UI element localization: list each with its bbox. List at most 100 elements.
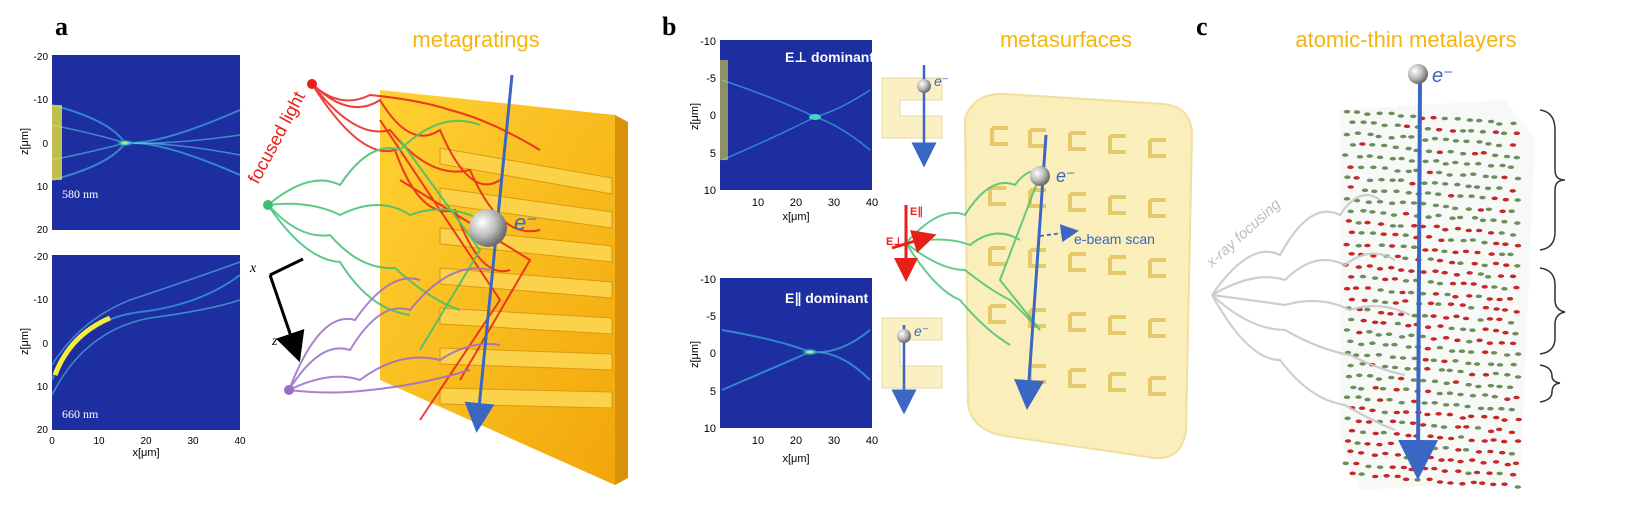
atom [1388,111,1395,116]
atom [1477,318,1484,322]
atom [1502,330,1509,335]
atom [1514,198,1521,202]
atom [1344,416,1351,421]
atom [1509,472,1517,477]
plot-b-top-area [720,40,872,190]
atom [1376,111,1383,116]
atom [1436,150,1444,155]
atom [1454,425,1462,429]
electron-label: e⁻ [914,323,929,339]
atom [1462,249,1470,254]
atom [1513,310,1520,314]
atom [1378,177,1385,182]
atom [1448,349,1456,353]
atom [1430,337,1437,341]
atom [1410,114,1417,119]
atom [1449,129,1457,133]
atom [1402,279,1410,283]
atom [1380,211,1387,215]
atom [1389,224,1397,228]
plot-a-bottom-area [52,255,240,430]
atom [1393,410,1401,415]
atom [1438,368,1446,372]
atom [1501,287,1508,291]
atom [1402,256,1409,261]
panel-c-title: atomic-thin metalayers [1295,27,1516,52]
atom [1392,145,1400,150]
atom [1431,466,1438,471]
atom [1470,282,1477,286]
atom [1492,261,1500,266]
atom [1348,297,1356,302]
atom [1504,373,1511,377]
atom [1443,316,1450,320]
atom [1457,392,1464,397]
atom [1411,356,1418,361]
atom [1387,441,1395,446]
atom [1487,406,1494,411]
atom [1473,470,1481,475]
atom [1437,324,1444,328]
atom [1360,120,1367,124]
atom [1364,112,1371,116]
panel-a-letter: a [55,12,68,41]
atom [1376,199,1384,204]
atom [1377,288,1384,292]
atom [1343,242,1350,247]
atom [1372,386,1379,390]
atom [1361,298,1368,303]
atom [1452,359,1459,363]
atom [1367,132,1374,137]
atom [1402,410,1410,414]
plot-b-bottom-area [720,278,872,428]
mode-label: E⊥ dominant [785,49,874,65]
atom [1475,294,1483,299]
atom [1381,123,1388,128]
focused-light-label: focused light [244,88,309,187]
atom [1379,386,1387,391]
atom [1381,364,1389,369]
atom [1380,321,1387,325]
x-tick: 20 [790,197,802,209]
atom [1481,240,1488,245]
atom [1376,442,1383,447]
atom [1411,224,1418,228]
atom [1435,213,1442,218]
atom [1422,248,1429,252]
atom [1402,299,1409,303]
x-axis-label: x[μm] [132,447,159,459]
panel-c-letter: c [1196,12,1208,41]
unit-cell-perp: e⁻ [881,65,949,168]
atom [1476,140,1483,144]
atom [1432,269,1439,274]
atom [1479,130,1487,134]
atom [1408,135,1415,139]
atom [1435,127,1443,132]
atom [1349,471,1356,476]
atom [1363,353,1371,358]
atom [1441,359,1448,364]
atom [1359,362,1366,366]
atom [1353,176,1360,180]
atom [1463,425,1470,429]
atom [1496,122,1503,126]
atom [1405,146,1412,151]
electron-sphere [1030,166,1050,186]
atom [1364,220,1371,225]
atom [1477,272,1485,276]
atom [1501,482,1508,487]
atom [1365,464,1372,469]
atom [1503,353,1511,357]
atom [1452,380,1460,384]
atom [1501,175,1508,180]
atom [1487,429,1495,434]
atom [1402,233,1409,237]
atom [1493,307,1500,311]
atom [1456,215,1464,220]
atom [1501,219,1508,224]
atom [1513,285,1520,290]
atom [1475,161,1482,166]
y-axis-label: z[μm] [689,341,701,368]
atom [1411,245,1418,249]
x-tick: 10 [752,435,764,447]
